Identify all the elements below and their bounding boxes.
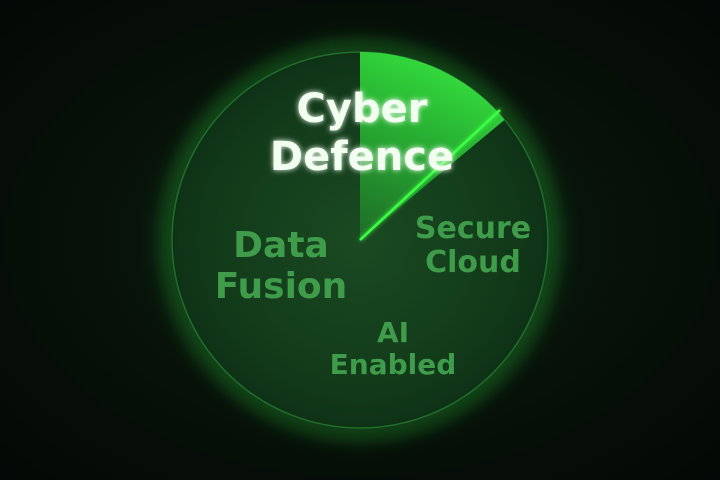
segment-data-fusion-line2: Fusion (215, 266, 348, 307)
segment-cyber-defence-line1: Cyber (297, 86, 428, 132)
segment-ai-enabled-line1: AI (377, 316, 409, 349)
sweep-line (359, 109, 501, 241)
segment-cyber-defence-line2: Defence (270, 134, 454, 180)
segment-cyber-defence[interactable]: Cyber Defence (270, 86, 454, 180)
segment-ai-enabled-line2: Enabled (330, 348, 457, 381)
segment-secure-cloud[interactable]: Secure Cloud (415, 211, 531, 280)
segment-secure-cloud-line1: Secure (415, 211, 531, 246)
segment-secure-cloud-line2: Cloud (425, 245, 521, 280)
segment-ai-enabled[interactable]: AI Enabled (330, 316, 457, 381)
dial-glow (163, 43, 557, 437)
segment-data-fusion[interactable]: Data Fusion (215, 225, 348, 307)
segment-data-fusion-line1: Data (233, 225, 329, 266)
